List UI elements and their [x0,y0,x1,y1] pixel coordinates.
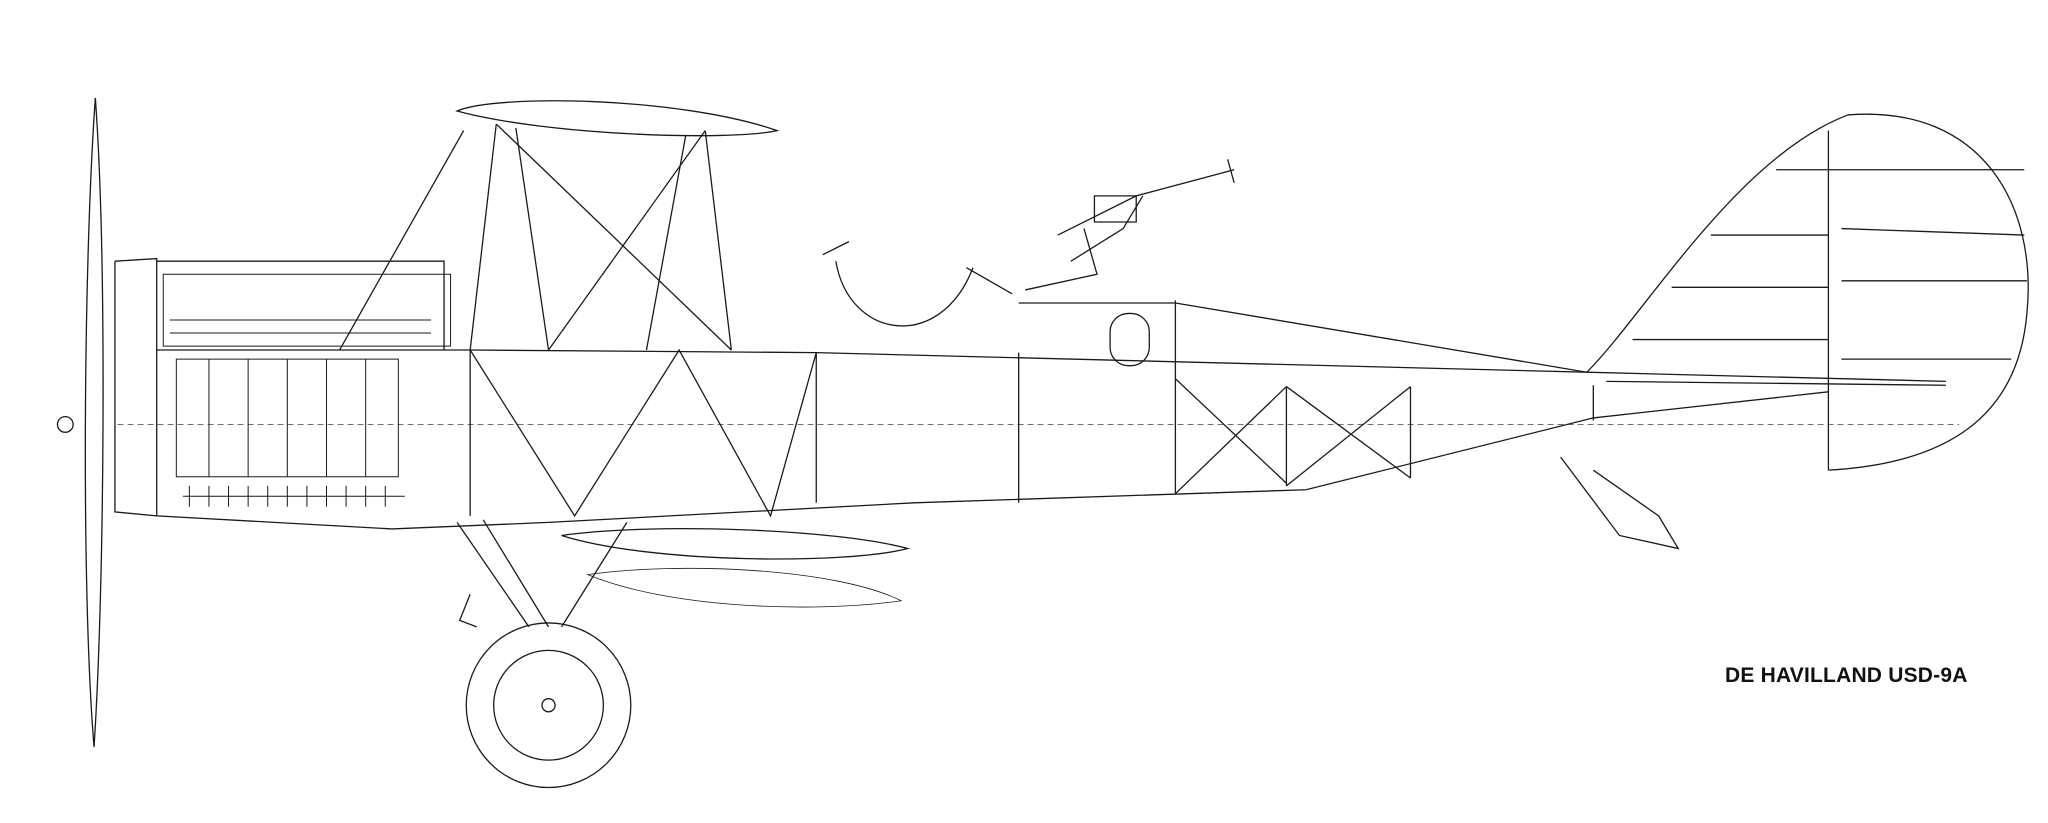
cockpits [823,242,1150,366]
lower-wing [562,529,908,607]
fuselage [115,259,1946,529]
machine-gun [1025,159,1234,290]
propeller [57,98,103,747]
landing-gear [457,520,631,788]
engine [163,274,450,506]
drawing-caption: DE HAVILLAND USD-9A [1725,664,1968,687]
upper-wing [340,101,778,350]
tail-fin-rudder [1561,114,2029,548]
